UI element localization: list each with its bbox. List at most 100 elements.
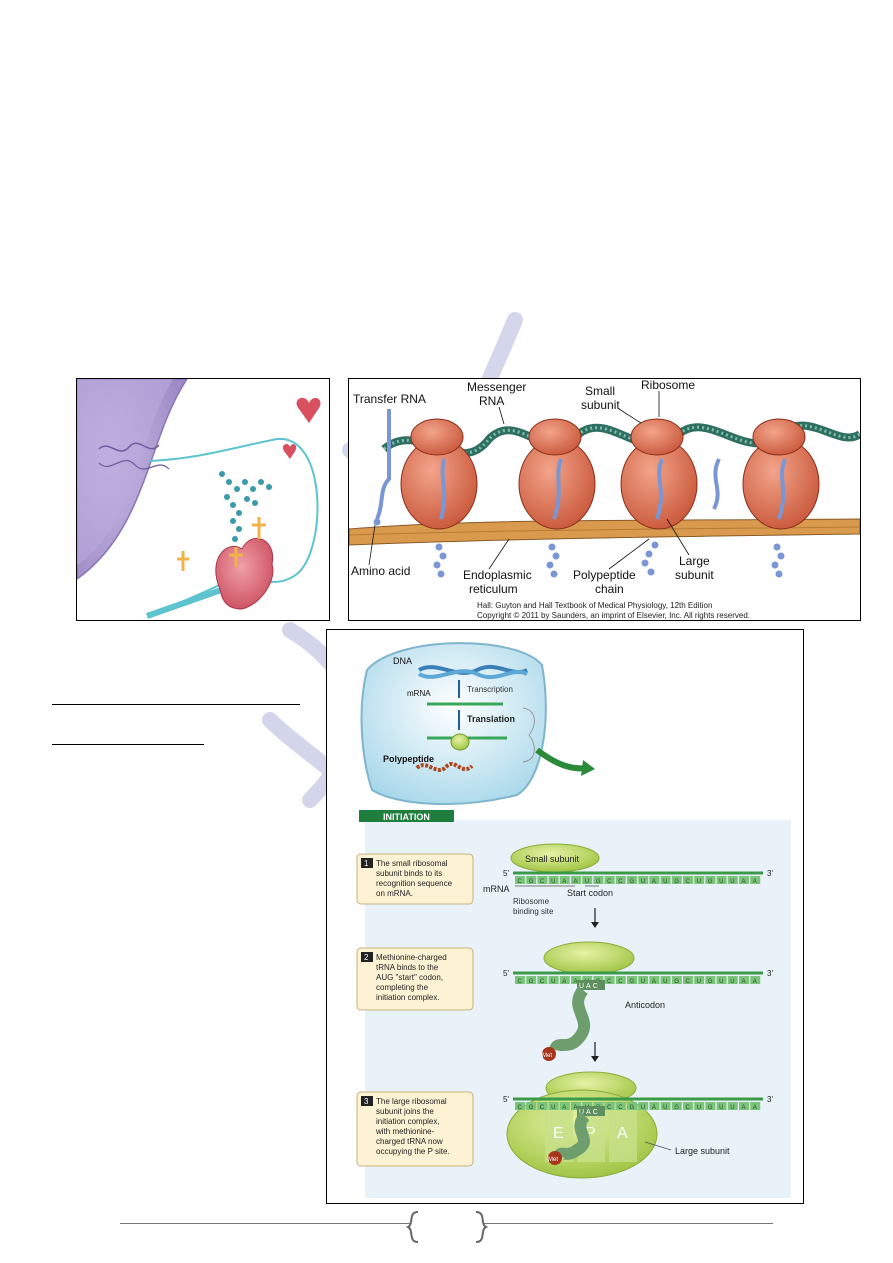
- nucleotide-tile: [638, 976, 649, 984]
- nucleotide-letter: U: [719, 879, 723, 885]
- step-1-number: 1: [364, 859, 369, 868]
- nucleotide-tile: [604, 1102, 615, 1110]
- nucleotide-tile: [683, 1102, 693, 1110]
- step-2-line-1: Methionine-charged: [376, 953, 447, 962]
- nucleotide-tile: [727, 1102, 738, 1110]
- label-small-subunit-2: subunit: [581, 398, 620, 412]
- site-a: A: [617, 1125, 628, 1142]
- step-2-number: 2: [364, 953, 369, 962]
- nucleotide-letter: U: [551, 879, 555, 885]
- nucleotide-letter: G: [630, 1105, 635, 1111]
- nucleotide-tile: [705, 976, 716, 984]
- step-1-line-1: The small ribosomal: [376, 859, 448, 868]
- overview-transcription-label: Transcription: [467, 685, 513, 694]
- nucleotide-letter: U: [551, 979, 555, 985]
- met-label-2: Met: [548, 1157, 558, 1163]
- overview-dna-label: DNA: [393, 656, 412, 666]
- step-2-text: Methionine-charged tRNA binds to the AUG…: [376, 953, 449, 1002]
- nucleotide-tile: [716, 976, 727, 984]
- step-3-line-5: charged tRNA now: [376, 1137, 443, 1146]
- blank-line-2: [52, 744, 204, 745]
- step-2-line-5: initiation complex.: [376, 993, 440, 1002]
- nucleotide-letter: C: [518, 979, 523, 985]
- nucleotide-tile: [627, 876, 637, 884]
- nucleotide-letter: U: [719, 979, 723, 985]
- nucleotide-tile: [627, 976, 637, 984]
- nucleotide-letter: G: [708, 979, 713, 985]
- nucleotide-letter: U: [730, 879, 734, 885]
- nucleotide-tile: [739, 976, 749, 984]
- step-1-line-2: subunit binds to its: [376, 869, 442, 878]
- nucleotide-tile: [660, 976, 671, 984]
- nucleotide-letter: A: [562, 879, 566, 885]
- blank-line-1: [52, 704, 300, 705]
- nucleotide-letter: A: [574, 879, 578, 885]
- nucleotide-letter: U: [730, 979, 734, 985]
- label-chain: chain: [595, 582, 624, 596]
- nucleotide-tile: [694, 1102, 705, 1110]
- step-1-box: 1 The small ribosomal subunit binds to i…: [356, 853, 474, 905]
- nucleotide-letter: C: [618, 879, 623, 885]
- nucleotide-tile: [671, 1102, 682, 1110]
- met-label-1: Met: [542, 1053, 552, 1059]
- nucleotide-tile: [604, 976, 615, 984]
- nucleotide-tile: [548, 876, 559, 884]
- nucleotide-letter: G: [596, 879, 601, 885]
- translation-initiation-figure: DNA Transcription mRNA Translation Polyp…: [326, 629, 804, 1204]
- nucleotide-tile: [515, 876, 525, 884]
- nucleotide-letter: C: [618, 1105, 623, 1111]
- step-3-line-6: occupying the P site.: [376, 1147, 450, 1156]
- label-ribosome-binding: Ribosome: [513, 897, 550, 906]
- step-2-box: 2 Methionine-charged tRNA binds to the A…: [356, 947, 474, 1011]
- footer-line-right: [483, 1223, 773, 1224]
- step-2-line-3: AUG "start" codon,: [376, 973, 443, 982]
- nucleotide-tile: [571, 876, 581, 884]
- nucleotide-tile: [750, 976, 761, 984]
- nucleotide-letter: C: [540, 1105, 545, 1111]
- overview-dna: [418, 664, 528, 680]
- nucleotide-tile: [526, 976, 537, 984]
- nucleotide-tile: [638, 876, 649, 884]
- nucleotide-letter: A: [652, 979, 656, 985]
- nucleotide-letter: A: [562, 979, 566, 985]
- nucleotide-letter: G: [630, 979, 635, 985]
- nucleotide-tile: [739, 876, 749, 884]
- nucleotide-tile: [750, 1102, 761, 1110]
- step-1-line-3: recognition sequence: [376, 879, 453, 888]
- site-e: E: [553, 1125, 564, 1142]
- nucleotide-letter: C: [686, 879, 691, 885]
- ribosome-er-figure: Transfer RNA Messenger RNA Small subunit…: [348, 378, 861, 621]
- label-large-subunit: subunit: [675, 568, 714, 582]
- nucleotide-tile: [671, 976, 682, 984]
- nucleotide-tile: [559, 976, 570, 984]
- nucleotide-letter: A: [574, 979, 578, 985]
- label-large-subunit-diagram: Large subunit: [675, 1146, 730, 1156]
- anticodon-uac-2: UAC: [579, 1109, 600, 1116]
- label-3prime-3: 3': [767, 1095, 773, 1104]
- nucleotide-tile: [716, 1102, 727, 1110]
- step-3-box: 3 The large ribosomal subunit joins the …: [356, 1091, 474, 1167]
- nucleotide-tile: [526, 1102, 537, 1110]
- nucleotide-tile: [750, 876, 761, 884]
- nucleotide-letter: C: [540, 879, 545, 885]
- nucleotide-letter: U: [641, 879, 645, 885]
- nucleotide-letter: U: [663, 879, 667, 885]
- nucleotide-tile: [559, 1102, 570, 1110]
- nucleotide-tile: [727, 876, 738, 884]
- nucleotide-letter: C: [686, 979, 691, 985]
- step-3-line-1: The large ribosomal: [376, 1097, 447, 1106]
- nucleotide-tile: [582, 876, 593, 884]
- label-anticodon: Anticodon: [625, 1000, 665, 1010]
- overview-mrna-label: mRNA: [407, 689, 431, 698]
- nucleotide-letter: G: [708, 1105, 713, 1111]
- nucleotide-tile: [739, 1102, 749, 1110]
- nucleotide-letter: U: [641, 979, 645, 985]
- nucleotide-tile: [526, 876, 537, 884]
- nucleotide-tile: [660, 876, 671, 884]
- step-3-number: 3: [364, 1097, 369, 1106]
- label-messenger-rna-2: RNA: [479, 394, 504, 408]
- label-amino-acid: Amino acid: [351, 564, 410, 578]
- nucleotide-tile: [683, 876, 693, 884]
- cell-ribosome-drawing: [77, 379, 321, 619]
